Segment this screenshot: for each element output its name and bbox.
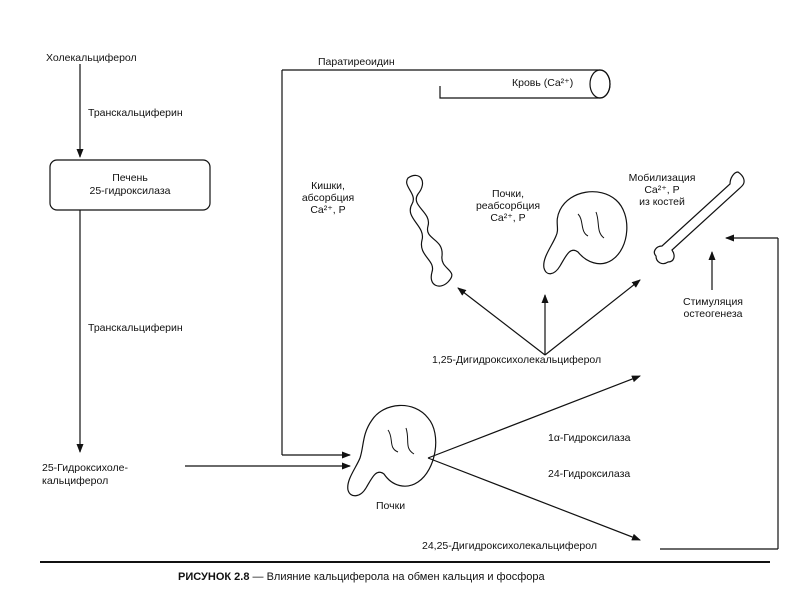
mobilization-label-line3: из костей — [639, 196, 685, 208]
intestine-label-line2: абсорбция — [301, 192, 355, 204]
arrow-to-125 — [427, 375, 641, 459]
liver-label-line2: 25-гидроксилаза — [89, 185, 171, 197]
intestine-label-line3: Ca²⁺, P — [310, 204, 346, 216]
kidney-reabs-shape — [543, 191, 628, 275]
hydroxy25-label-line2: кальциферол — [42, 475, 109, 487]
transcalciferin-mid-label: Транскальциферин — [88, 322, 183, 334]
dihydroxy2425-label: 24,25-Дигидроксихолекальциферол — [422, 540, 597, 552]
intestine-shape — [406, 174, 453, 287]
osteogenesis-label-line2: остеогенеза — [683, 308, 743, 320]
kidney-reabs-label-line3: Ca²⁺, P — [490, 212, 526, 224]
alpha-hydroxylase-label: 1α-Гидроксилаза — [548, 432, 631, 444]
parathyroid-label: Паратиреоидин — [318, 56, 395, 68]
arrow-to-2425 — [427, 457, 641, 541]
vessel-end — [589, 69, 611, 99]
dihydroxy125-label: 1,25-Дигидроксихолекальциферол — [432, 354, 602, 366]
caption-text: — Влияние кальциферола на обмен кальция … — [249, 571, 545, 583]
osteogenesis-label-line1: Стимуляция — [683, 296, 743, 308]
hydroxylase24-label: 24-Гидроксилаза — [548, 468, 631, 480]
kidney-main-shape — [347, 404, 437, 497]
hydroxy25-label-line1: 25-Гидроксихоле- — [42, 462, 128, 474]
arrow-to-bone — [544, 279, 641, 356]
arrow-to-intestine — [457, 287, 546, 356]
figure-caption: РИСУНОК 2.8 — Влияние кальциферола на об… — [178, 571, 545, 583]
liver-box — [49, 159, 211, 211]
blood-label: Кровь (Ca²⁺) — [512, 77, 574, 89]
mobilization-label-line1: Мобилизация — [628, 172, 696, 184]
liver-label-line1: Печень — [112, 172, 148, 184]
caption-number: РИСУНОК 2.8 — [178, 571, 250, 583]
mobilization-label-line2: Ca²⁺, P — [644, 184, 680, 196]
kidney-reabs-label-line1: Почки, — [491, 188, 524, 200]
intestine-label-line1: Кишки, — [311, 180, 345, 192]
bone-shape — [653, 171, 745, 265]
cholecalciferol-label: Холекальциферол — [46, 52, 137, 64]
kidney-reabs-label-line2: реабсорбция — [475, 200, 541, 212]
kidneys-label: Почки — [376, 500, 406, 512]
transcalciferin-top-label: Транскальциферин — [88, 107, 183, 119]
